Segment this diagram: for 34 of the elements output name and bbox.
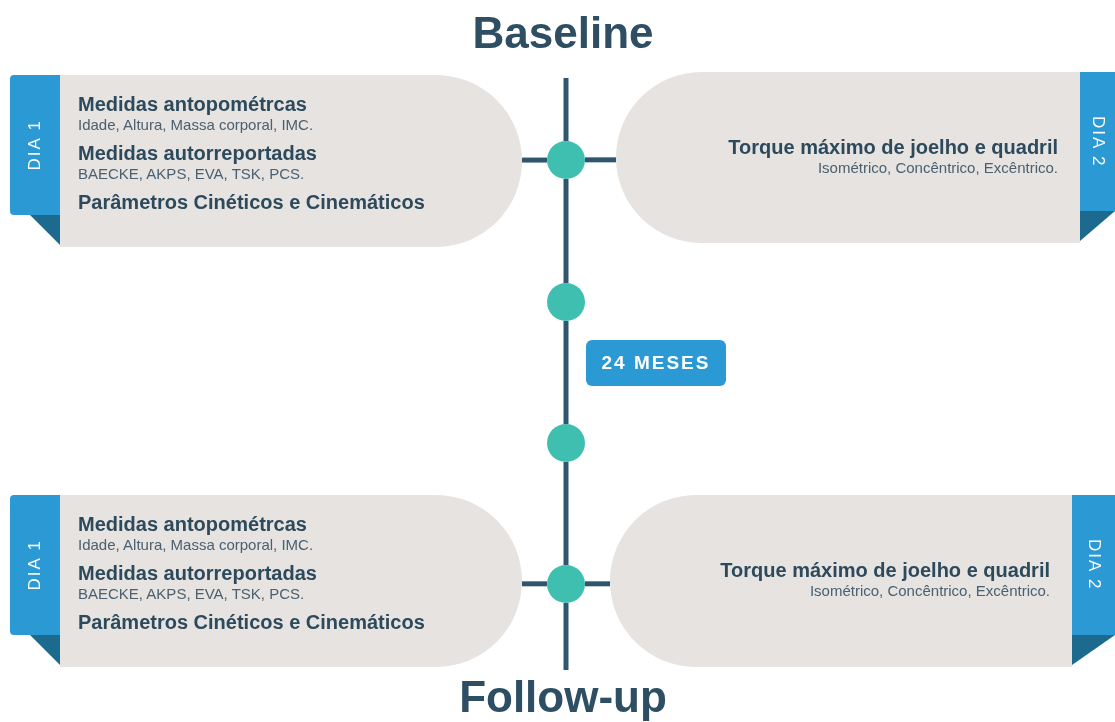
timeline-line [522, 581, 547, 587]
timeline-line [522, 157, 547, 163]
section-heading: Medidas autorreportadas [78, 142, 318, 165]
section-heading: Medidas antopométrcas [78, 513, 308, 536]
day-tab: DIA 2 [1072, 495, 1115, 635]
detail-text: BAECKE, AKPS, EVA, TSK, PCS. [78, 585, 306, 602]
detail-text: Idade, Altura, Massa corporal, IMC. [78, 116, 315, 133]
section-heading: Medidas autorreportadas [78, 562, 318, 585]
section-heading: Parâmetros Cinéticos e Cinemáticos [78, 191, 425, 214]
timeline-line [563, 462, 569, 565]
day-tab: DIA 2 [1080, 72, 1115, 211]
detail-text: Isométrico, Concêntrico, Excêntrico. [817, 159, 1058, 176]
day-tab: DIA 1 [10, 75, 60, 215]
timeline-dot [547, 141, 585, 179]
timeline-dot [547, 424, 585, 462]
timeline-line [563, 321, 569, 424]
timeline-dot [547, 283, 585, 321]
section-heading: Torque máximo de joelho e quadril [720, 559, 1050, 582]
day-tab: DIA 1 [10, 495, 60, 635]
timeline-line [563, 78, 569, 141]
heading: Baseline [472, 8, 654, 58]
section-heading: Parâmetros Cinéticos e Cinemáticos [78, 611, 425, 634]
duration-badge: 24 MESES [586, 340, 726, 386]
detail-text: BAECKE, AKPS, EVA, TSK, PCS. [78, 165, 306, 182]
timeline-line [563, 603, 569, 670]
heading: Follow-up [459, 672, 667, 722]
section-heading: Medidas antopométrcas [78, 93, 308, 116]
timeline-line [585, 157, 616, 163]
timeline-dot [547, 565, 585, 603]
timeline-line [585, 581, 610, 587]
detail-text: Isométrico, Concêntrico, Excêntrico. [809, 582, 1050, 599]
section-heading: Torque máximo de joelho e quadril [728, 136, 1058, 159]
timeline-line [563, 179, 569, 283]
detail-text: Idade, Altura, Massa corporal, IMC. [78, 536, 315, 553]
